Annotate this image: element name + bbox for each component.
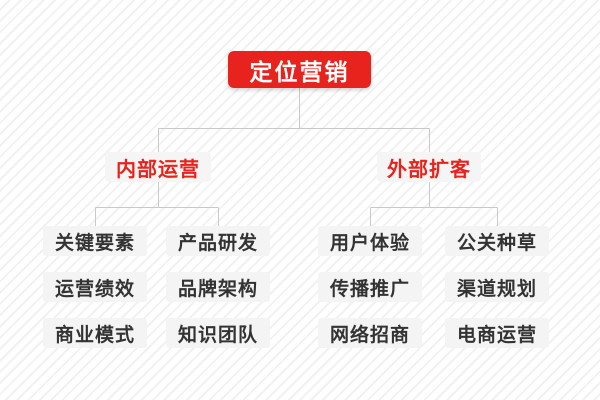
node-branch-external-customer-expansion: 外部扩客 — [377, 152, 481, 182]
node-leaf-channel-planning: 渠道规划 — [445, 272, 549, 302]
node-root-positioning-marketing: 定位营销 — [228, 51, 371, 88]
node-leaf-knowledge-team: 知识团队 — [166, 318, 270, 348]
node-leaf-online-investment: 网络招商 — [318, 318, 422, 348]
node-branch-internal-operations: 内部运营 — [105, 152, 211, 182]
node-leaf-business-model: 商业模式 — [43, 318, 147, 348]
node-leaf-pr-seeding: 公关种草 — [445, 226, 549, 256]
node-leaf-key-elements: 关键要素 — [43, 226, 147, 256]
node-leaf-operation-performance: 运营绩效 — [43, 272, 147, 302]
node-leaf-brand-architecture: 品牌架构 — [166, 272, 270, 302]
node-leaf-user-experience: 用户体验 — [318, 226, 422, 256]
node-leaf-communication-promotion: 传播推广 — [318, 272, 422, 302]
node-leaf-ecommerce-operation: 电商运营 — [445, 318, 549, 348]
node-leaf-product-rd: 产品研发 — [166, 226, 270, 256]
